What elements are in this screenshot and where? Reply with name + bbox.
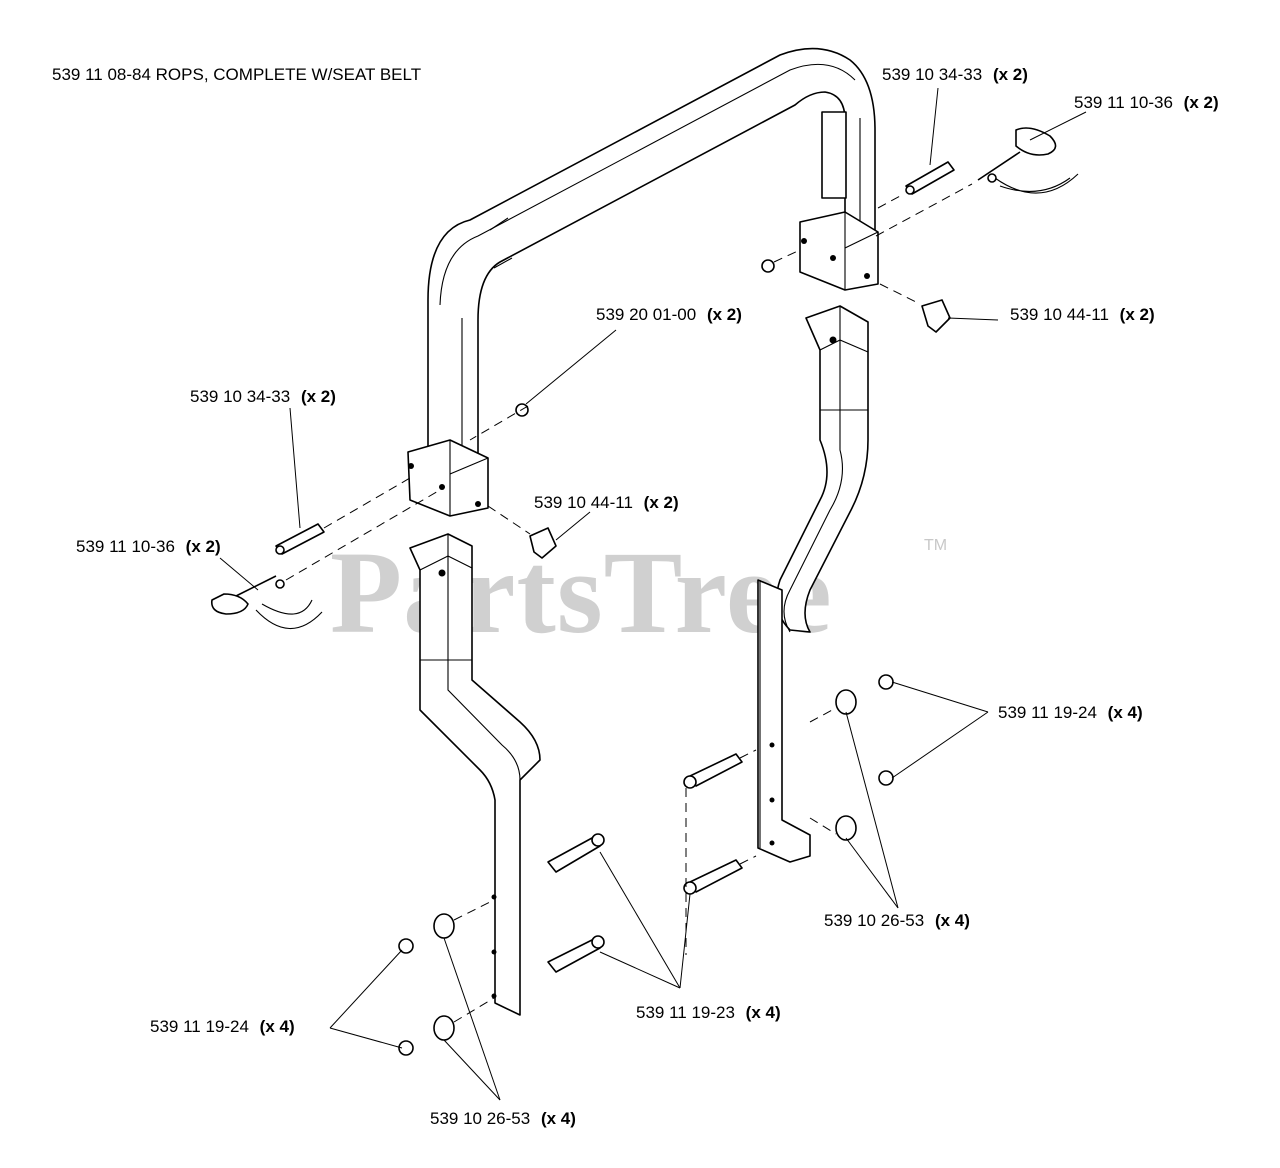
callout-upper-right-hitch-pin: 539 11 10-36 (x 2) <box>1074 93 1219 112</box>
upper-roll-bar <box>407 47 879 517</box>
callout-right-nuts: 539 11 19-24 (x 4) <box>998 703 1143 722</box>
hardware <box>210 127 1079 1056</box>
callout-left-knob: 539 10 44-11 (x 2) <box>534 493 679 512</box>
watermark-trademark: TM <box>924 537 947 554</box>
callout-left-pin: 539 10 34-33 (x 2) <box>190 387 336 406</box>
callout-right-washers: 539 10 26-53 (x 4) <box>824 911 970 930</box>
callout-left-nuts: 539 11 19-24 (x 4) <box>150 1017 295 1036</box>
callout-nut: 539 20 01-00 (x 2) <box>596 305 742 324</box>
callout-upper-right-knob: 539 10 44-11 (x 2) <box>1010 305 1155 324</box>
callout-left-washers: 539 10 26-53 (x 4) <box>430 1109 576 1128</box>
left-lower-upright <box>409 533 541 1016</box>
diagram-title: 539 11 08-84 ROPS, COMPLETE W/SEAT BELT <box>52 65 421 84</box>
callout-upper-right-pin: 539 10 34-33 (x 2) <box>882 65 1028 84</box>
leader-lines <box>219 87 1087 1101</box>
right-lower-upright <box>757 305 869 863</box>
callout-left-hitch-pin: 539 11 10-36 (x 2) <box>76 537 221 556</box>
callout-bolts: 539 11 19-23 (x 4) <box>636 1003 781 1022</box>
